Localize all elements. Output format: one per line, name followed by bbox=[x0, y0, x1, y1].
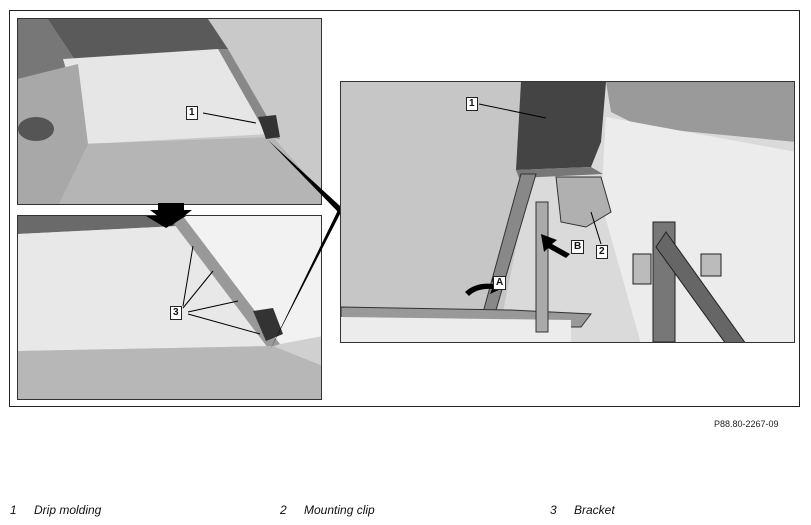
callout-2: 2 bbox=[596, 245, 608, 259]
callout-3: 3 bbox=[170, 306, 182, 320]
callout-1: 1 bbox=[186, 106, 198, 120]
pillar-detail-panel: 3 bbox=[17, 215, 322, 400]
callout-B: B bbox=[571, 240, 585, 254]
callout-1-detail: 1 bbox=[466, 97, 478, 111]
image-code: P88.80-2267-09 bbox=[714, 419, 779, 429]
callout-A: A bbox=[493, 276, 507, 290]
section-detail-panel: 1 2 B A bbox=[340, 81, 795, 343]
overview-panel: 1 bbox=[17, 18, 322, 205]
